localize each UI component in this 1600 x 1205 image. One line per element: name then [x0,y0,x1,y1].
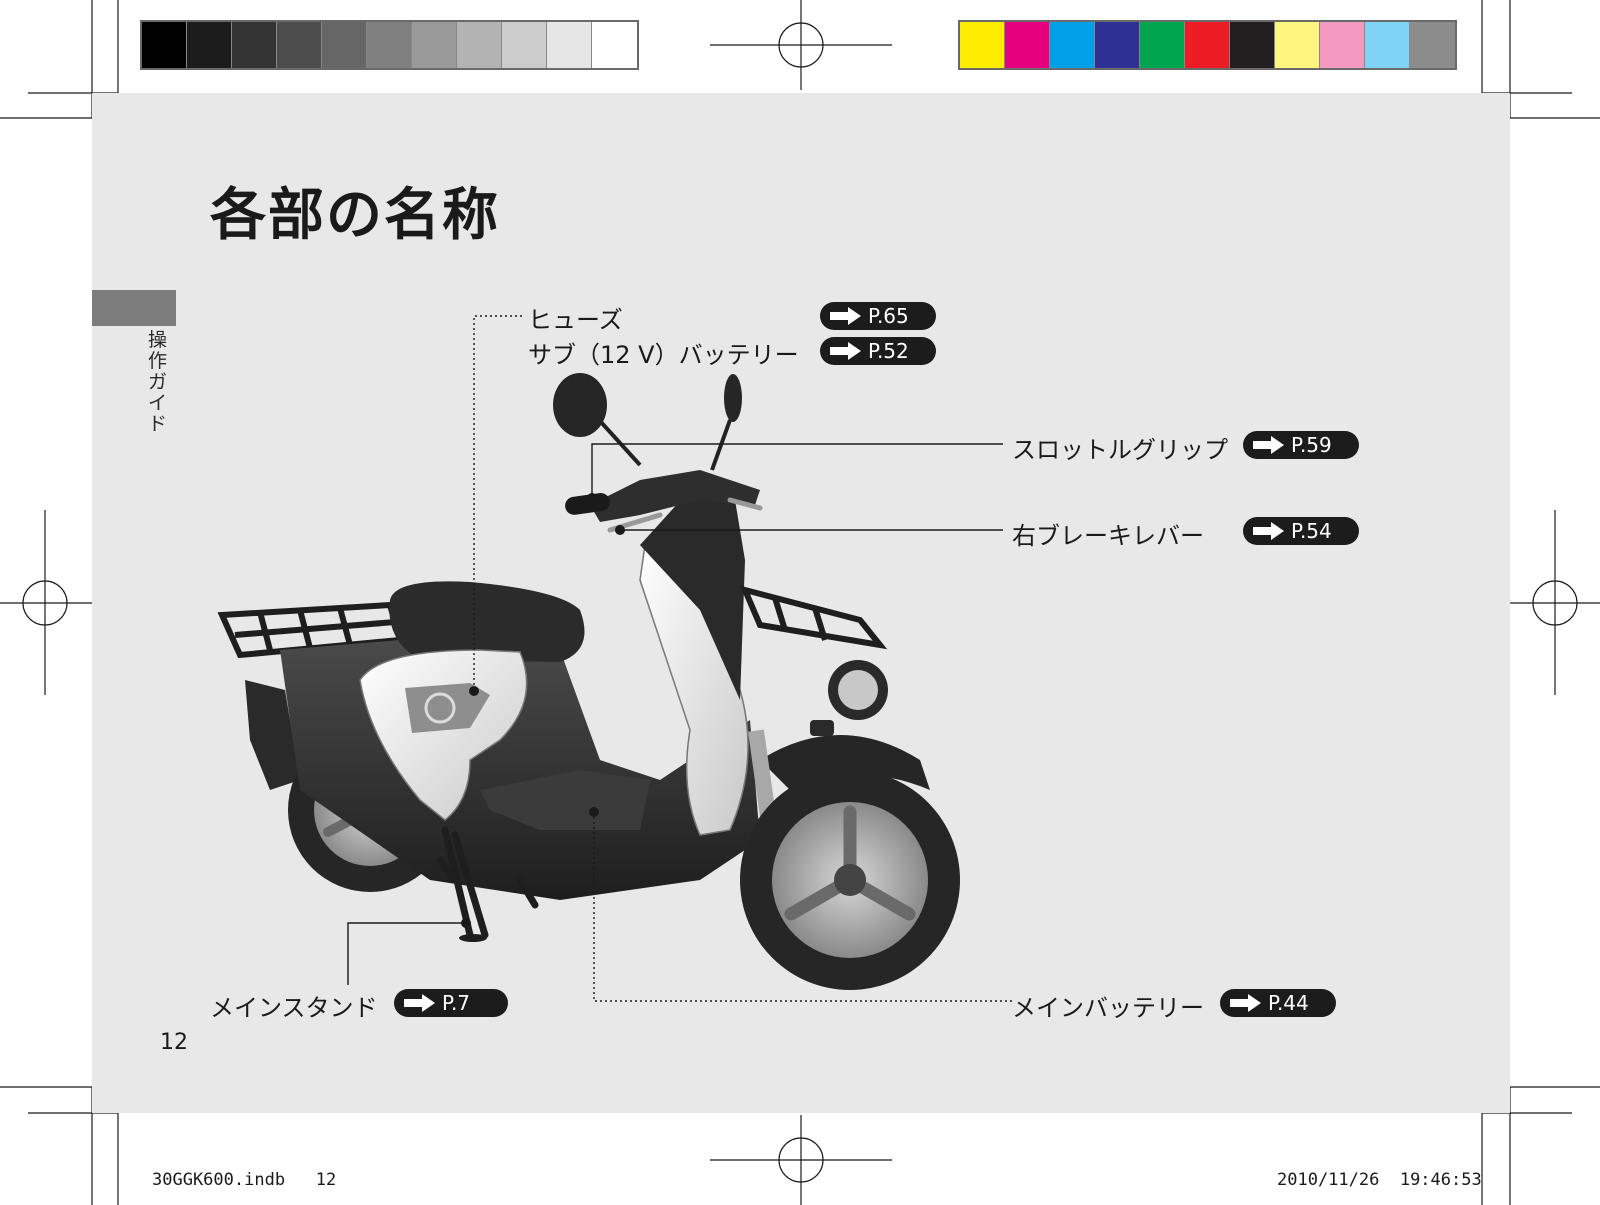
handlebar-cover [590,470,760,522]
gray-swatch [502,22,547,68]
color-swatch [1050,22,1095,68]
page-title: 各部の名称 [210,183,500,248]
ref-link-throttle-grip[interactable]: P.59 [1243,431,1359,459]
label-throttle-grip: スロットルグリップ [1012,436,1228,464]
arrow-right-icon [1253,436,1284,454]
power-logo-icon [424,692,456,724]
floor-step [480,770,650,830]
grayscale-calibration-bar [140,20,639,70]
label-sub-battery: サブ（12 V）バッテリー [528,341,799,369]
arrow-right-icon [1253,522,1284,540]
label-main-battery: メインバッテリー [1012,994,1204,1022]
color-swatch [1005,22,1050,68]
seat [389,581,585,662]
gray-swatch [367,22,412,68]
label-fuse: ヒューズ [528,306,623,334]
color-swatch [1275,22,1320,68]
left-mirror [553,373,607,437]
page-number: 12 [160,1030,188,1055]
color-swatch [1095,22,1140,68]
fuse-callout-dot [469,686,479,696]
throttle-callout-dot [587,493,597,503]
throttle-grip [565,493,610,515]
gray-swatch [412,22,457,68]
gray-swatch [592,22,637,68]
ref-link-main-battery[interactable]: P.44 [1220,989,1336,1017]
ref-page-throttle-grip: P.59 [1291,433,1332,457]
front-fender [760,735,930,790]
fuse-cover [405,683,490,733]
ref-link-right-brake-lever[interactable]: P.54 [1243,517,1359,545]
arrow-right-icon [830,307,861,325]
color-swatch [960,22,1005,68]
steering-column [640,490,745,700]
gray-swatch [322,22,367,68]
gray-swatch [277,22,322,68]
front-carrier-rack [739,585,888,650]
footer-timestamp: 2010/11/26 19:46:53 [1277,1170,1482,1190]
footer-file-info: 30GGK600.indb 12 [152,1170,337,1190]
right-mirror [724,374,742,422]
color-swatch [1230,22,1275,68]
ref-link-sub-battery[interactable]: P.52 [820,337,936,365]
stand-callout-dot [461,918,471,928]
ref-page-right-brake-lever: P.54 [1291,519,1332,543]
gray-swatch [142,22,187,68]
section-tab-marker [92,290,176,326]
ref-page-main-stand: P.7 [442,991,471,1015]
section-tab-label: 操作ガイド [148,329,168,435]
color-swatch [1365,22,1410,68]
brake-callout-dot [615,525,625,535]
rear-mudguard [245,680,300,790]
color-swatch [1320,22,1365,68]
label-right-brake-lever: 右ブレーキレバー [1012,522,1204,550]
color-swatch [1410,22,1455,68]
battery-callout-dot [589,807,599,817]
arrow-right-icon [830,342,861,360]
ref-page-fuse: P.65 [868,304,909,328]
gray-swatch [547,22,592,68]
main-stand [436,826,539,939]
arrow-right-icon [404,994,435,1012]
ref-page-sub-battery: P.52 [868,339,909,363]
label-main-stand: メインスタンド [210,994,378,1022]
ref-link-fuse[interactable]: P.65 [820,302,936,330]
gray-swatch [457,22,502,68]
ref-link-main-stand[interactable]: P.7 [394,989,508,1017]
gray-swatch [187,22,232,68]
color-calibration-bar [958,20,1457,70]
arrow-right-icon [1230,994,1261,1012]
color-swatch [1140,22,1185,68]
color-swatch [1185,22,1230,68]
ref-page-main-battery: P.44 [1268,991,1309,1015]
gray-swatch [232,22,277,68]
